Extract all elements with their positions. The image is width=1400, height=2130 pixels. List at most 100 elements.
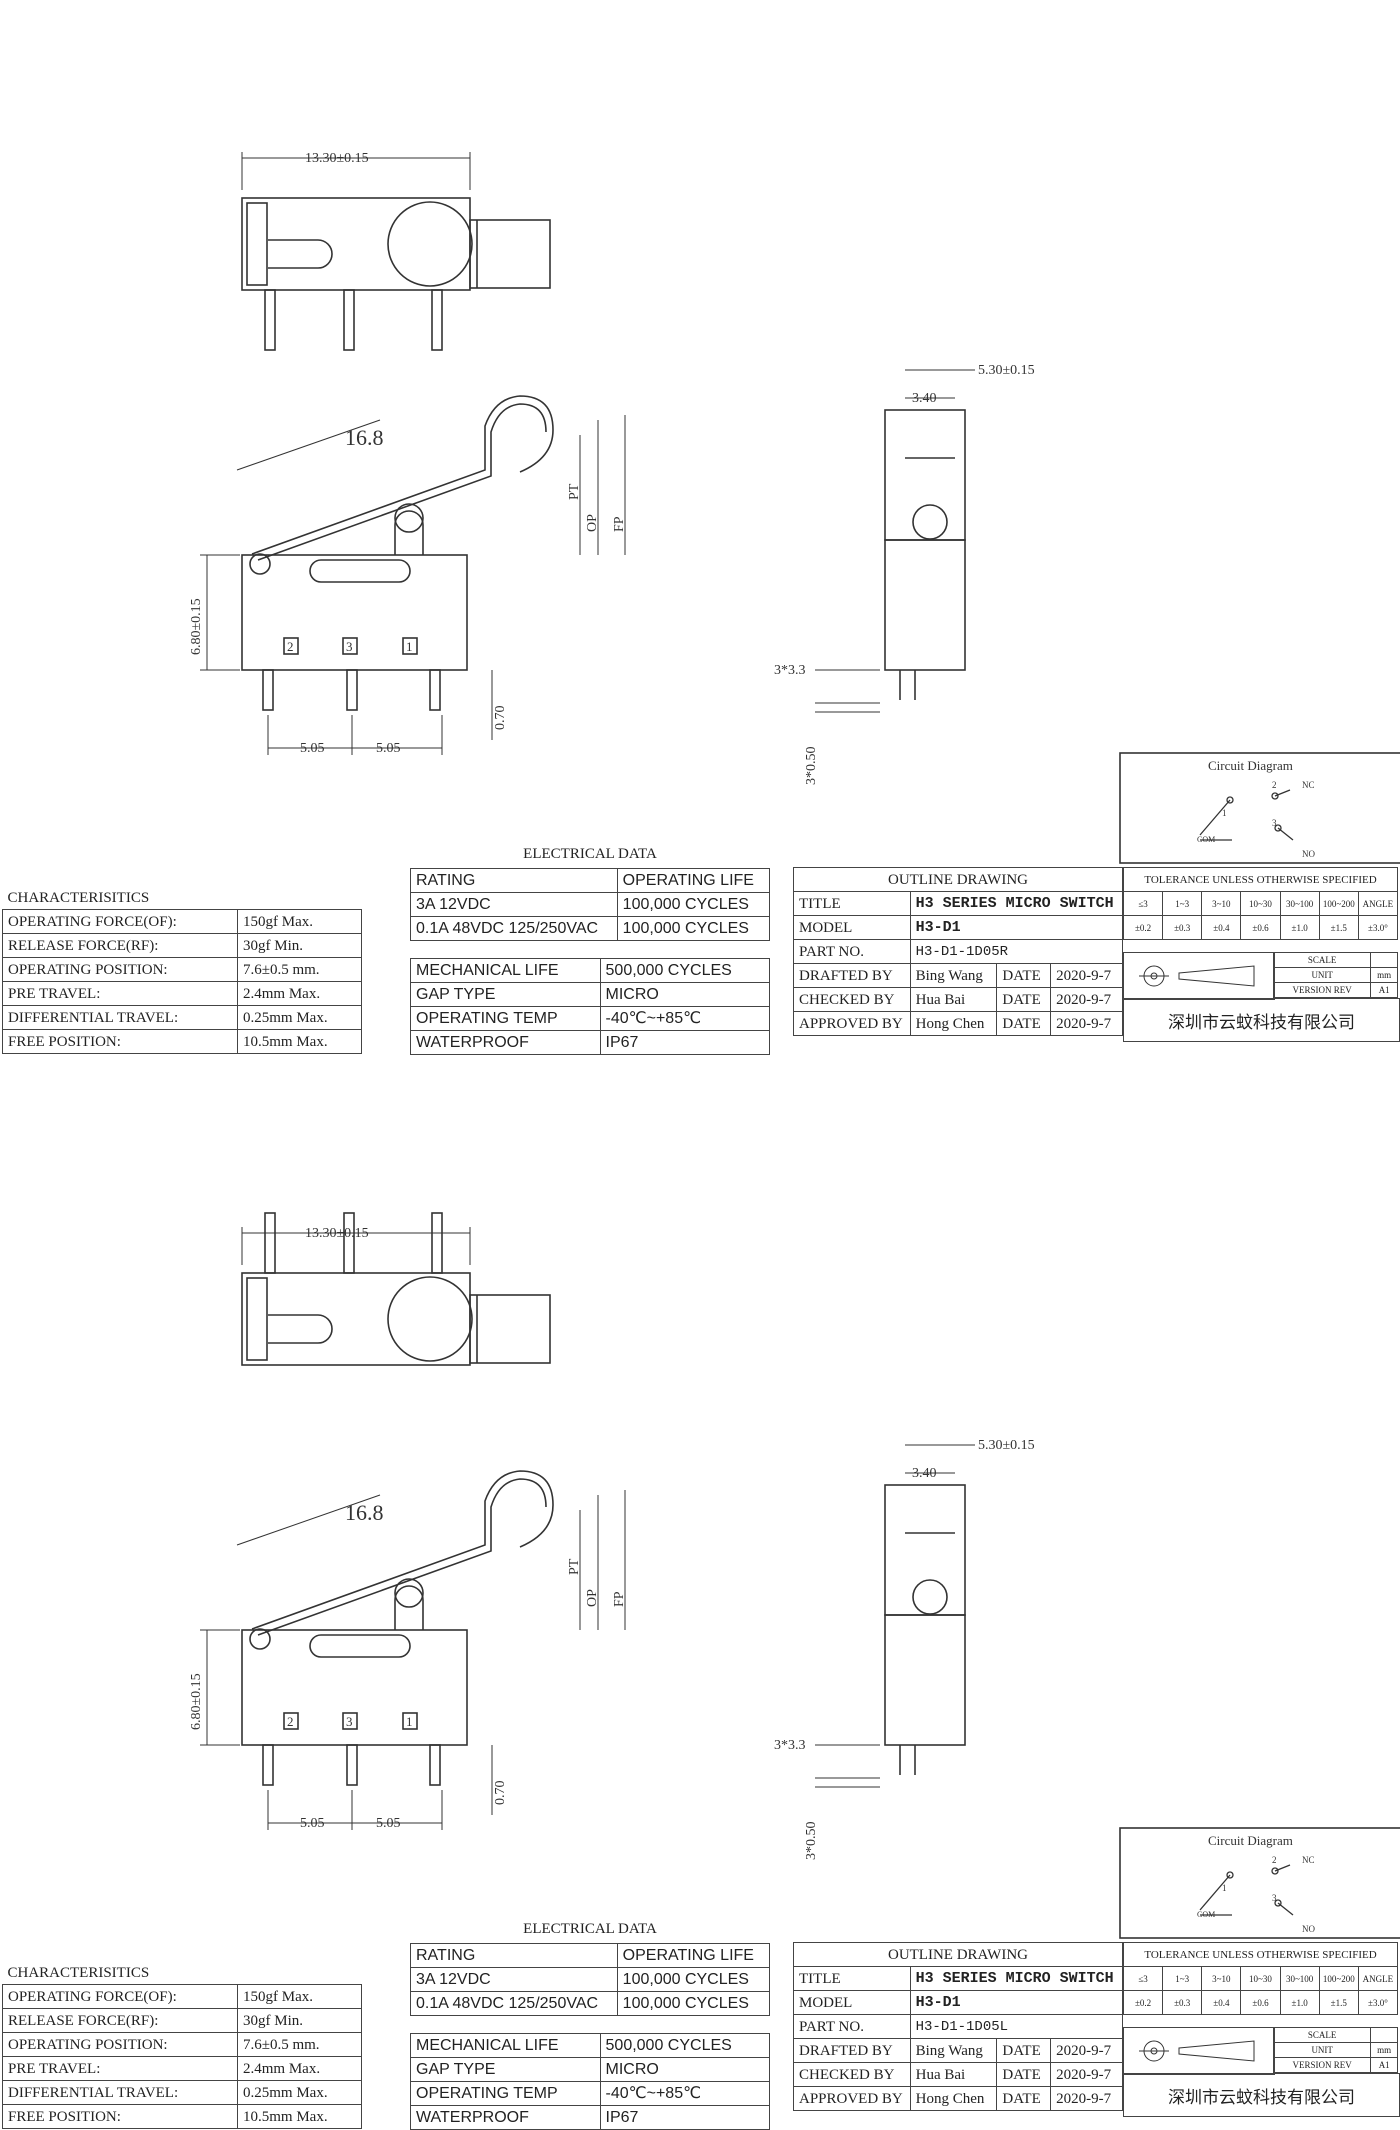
company-name: 深圳市云蚊科技有限公司 [1123, 2073, 1400, 2117]
circuit-symbol [1199, 789, 1294, 841]
circuit-title: Circuit Diagram [1208, 1833, 1293, 1848]
tb-label: APPROVED BY [793, 2086, 911, 2111]
char-value: 2.4mm Max. [236, 981, 363, 1006]
mechanical-cell: GAP TYPE [410, 2057, 601, 2082]
dim-pitch-right: 5.05 [376, 741, 401, 756]
tb-label: TITLE [793, 891, 911, 916]
table-row: SCALE [1272, 2027, 1398, 2043]
tol-value: ±3.0° [1357, 915, 1399, 940]
dim-fp: FP [612, 1591, 627, 1607]
char-value: 10.5mm Max. [236, 1029, 363, 1054]
outline-title: OUTLINE DRAWING [793, 867, 1123, 892]
tb-part-value: H3-D1-1D05L [909, 2014, 1124, 2039]
dim-pt: PT [567, 1558, 582, 1575]
circuit-no: NO [1302, 849, 1315, 859]
dim-pitch-left: 5.05 [300, 1816, 325, 1831]
outline-title: OUTLINE DRAWING [793, 1942, 1123, 1967]
tb-part-value: H3-D1-1D05R [909, 939, 1124, 964]
table-row: SCALE [1272, 952, 1398, 968]
tb-name: Hua Bai [909, 987, 998, 1012]
dim-pitch-left: 5.05 [300, 741, 325, 756]
char-label: RELEASE FORCE(RF): [2, 2008, 238, 2033]
table-row: OPERATING TEMP-40℃~+85℃ [410, 2081, 771, 2106]
tb-label: MODEL [793, 1990, 911, 2015]
mechanical-cell: MECHANICAL LIFE [410, 2033, 601, 2058]
pin-label: 3 [346, 639, 353, 654]
table-row: ≤3 1~3 3~10 10~30 30~100 100~200 ANGLE [1122, 1966, 1399, 1991]
tol-value: ±0.3 [1162, 915, 1203, 940]
dim-side-width: 5.30±0.15 [978, 1438, 1035, 1453]
mechanical-cell: MICRO [599, 2057, 771, 2082]
tb-date-value: 2020-9-7 [1050, 963, 1123, 988]
char-label: FREE POSITION: [2, 2104, 238, 2129]
characteristics-title: CHARACTERISITICS [2, 886, 362, 910]
mechanical-cell: OPERATING TEMP [410, 2081, 601, 2106]
circuit-no: NO [1302, 1924, 1315, 1934]
switch-outline-drawing: 13.30±0.15 16.8 6.80±0.15 5.05 5.05 0.70… [189, 151, 1400, 864]
version-label: VERSION REV [1272, 2057, 1372, 2073]
tol-value: ±0.6 [1240, 1990, 1281, 2015]
char-label: OPERATING POSITION: [2, 2032, 238, 2057]
tb-label: DRAFTED BY [793, 2038, 911, 2063]
pin-label: 2 [287, 1714, 294, 1729]
scale-value [1370, 2027, 1398, 2043]
tb-label: TITLE [793, 1966, 911, 1991]
table-row: FREE POSITION:10.5mm Max. [2, 1029, 363, 1054]
tb-label: DRAFTED BY [793, 963, 911, 988]
electrical-cell: 100,000 CYCLES [616, 916, 771, 941]
tb-label: CHECKED BY [793, 987, 911, 1012]
table-row: PRE TRAVEL:2.4mm Max. [2, 981, 363, 1006]
switch-outline-drawing: 13.30±0.15 16.8 6.80±0.15 5.05 5.05 0.70… [189, 1212, 1400, 1939]
table-row: DIFFERENTIAL TRAVEL:0.25mm Max. [2, 1005, 363, 1030]
tol-range: 30~100 [1279, 891, 1320, 916]
tol-value: ±0.2 [1122, 1990, 1164, 2015]
tb-date-label: DATE [996, 2062, 1052, 2087]
tol-range: 10~30 [1240, 1966, 1281, 1991]
circuit-title: Circuit Diagram [1208, 758, 1293, 773]
dim-pin-offset: 0.70 [493, 1781, 508, 1806]
circuit-n2: 2 [1272, 780, 1277, 790]
table-row: RELEASE FORCE(RF):30gf Min. [2, 933, 363, 958]
tb-label: PART NO. [793, 939, 911, 964]
char-label: PRE TRAVEL: [2, 2056, 238, 2081]
electrical-title: ELECTRICAL DATA [523, 1921, 657, 1937]
tb-date-label: DATE [996, 2086, 1052, 2111]
mechanical-cell: OPERATING TEMP [410, 1006, 601, 1031]
dim-pin-size: 3*3.3 [774, 663, 806, 678]
dim-op: OP [585, 1589, 600, 1607]
mechanical-cell: GAP TYPE [410, 982, 601, 1007]
tol-value: ±1.0 [1279, 1990, 1320, 2015]
tol-range: 1~3 [1162, 1966, 1203, 1991]
drawing-sheet-r: 13.30±0.15 16.8 6.80±0.15 5.05 5.05 0.70… [0, 40, 1400, 1055]
table-row: FREE POSITION:10.5mm Max. [2, 2104, 363, 2129]
tb-name: Bing Wang [909, 2038, 998, 2063]
tb-date-value: 2020-9-7 [1050, 2062, 1123, 2087]
tolerance-table: TOLERANCE UNLESS OTHERWISE SPECIFIED ≤3 … [1122, 1942, 1399, 2015]
projection-icon [1139, 2040, 1255, 2062]
char-value: 150gf Max. [236, 1984, 363, 2009]
version-label: VERSION REV [1272, 982, 1372, 998]
mechanical-cell: MECHANICAL LIFE [410, 958, 601, 983]
char-value: 0.25mm Max. [236, 2080, 363, 2105]
version-value: A1 [1370, 2057, 1398, 2073]
char-value: 10.5mm Max. [236, 2104, 363, 2129]
tb-title-value: H3 SERIES MICRO SWITCH [909, 1966, 1124, 1991]
char-label: RELEASE FORCE(RF): [2, 933, 238, 958]
char-value: 2.4mm Max. [236, 2056, 363, 2081]
mechanical-cell: IP67 [599, 1030, 771, 1055]
tb-model-value: H3-D1 [909, 915, 1124, 940]
